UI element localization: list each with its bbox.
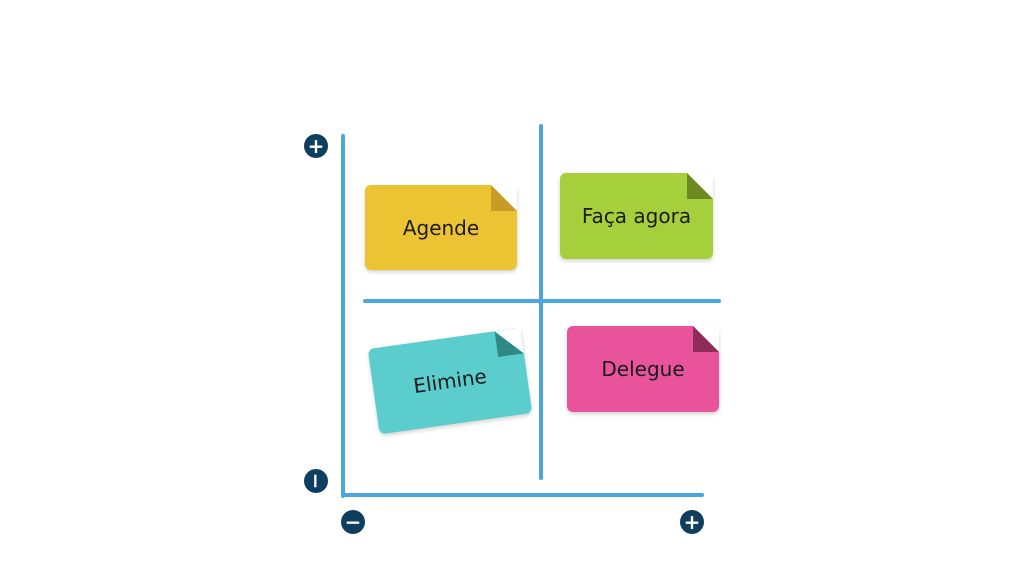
- x-axis-minus-icon: −: [341, 510, 365, 534]
- note-fold-icon: [494, 327, 524, 358]
- x-axis-right-symbol: +: [683, 510, 701, 534]
- note-fold-icon: [687, 173, 713, 199]
- sticky-note-elimine: Elimine: [367, 327, 533, 435]
- y-axis: [341, 134, 345, 498]
- sticky-note-agende: Agende: [365, 185, 517, 270]
- horizontal-divider: [363, 299, 721, 303]
- note-label-delegue: Delegue: [601, 357, 685, 381]
- sticky-note-delegue: Delegue: [567, 326, 719, 412]
- x-axis-left-symbol: −: [344, 510, 362, 534]
- note-label-elimine: Elimine: [411, 363, 489, 399]
- y-axis-plus-icon: +: [304, 134, 328, 158]
- x-axis: [341, 493, 704, 497]
- sticky-note-faca-agora: Faça agora: [560, 173, 713, 259]
- note-fold-icon: [491, 185, 517, 211]
- note-fold-icon: [693, 326, 719, 352]
- note-label-agende: Agende: [402, 215, 480, 240]
- note-label-faca-agora: Faça agora: [581, 204, 692, 228]
- y-axis-minus-icon: −: [304, 469, 328, 493]
- y-axis-bottom-symbol: −: [304, 472, 328, 490]
- y-axis-top-symbol: +: [307, 134, 325, 158]
- x-axis-plus-icon: +: [680, 510, 704, 534]
